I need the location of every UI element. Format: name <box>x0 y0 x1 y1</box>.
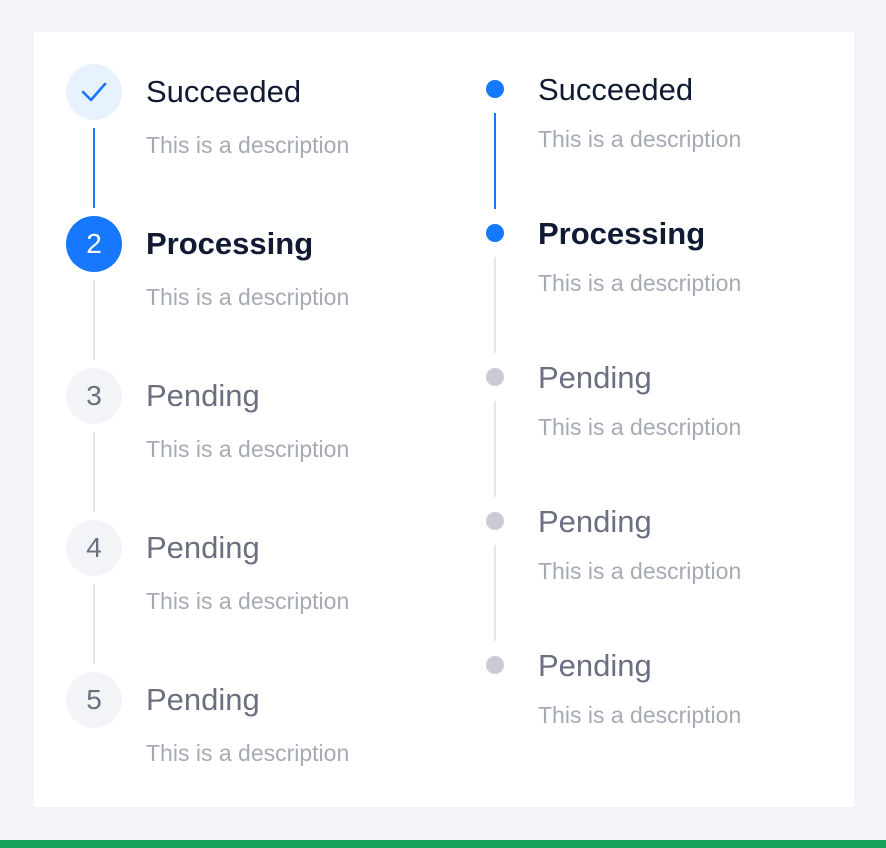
step-title: Succeeded <box>538 72 694 107</box>
step-number: 5 <box>66 672 122 728</box>
step-number: 4 <box>66 520 122 576</box>
step-description: This is a description <box>538 702 742 728</box>
step-description: This is a description <box>538 414 742 440</box>
step-title: Processing <box>538 216 706 251</box>
step-title: Pending <box>146 530 260 565</box>
step-connector <box>93 584 95 664</box>
bottom-accent-bar <box>0 840 886 848</box>
step-title: Pending <box>538 360 652 395</box>
dot-connector <box>494 257 496 353</box>
step-description: This is a description <box>538 270 742 296</box>
dot-connector <box>494 401 496 497</box>
step-title: Succeeded <box>146 74 302 109</box>
step-number: 3 <box>66 368 122 424</box>
step-description: This is a description <box>538 126 742 152</box>
step-connector <box>93 432 95 512</box>
dot-connector <box>494 113 496 209</box>
step-dot <box>486 512 504 530</box>
step-description: This is a description <box>146 284 350 310</box>
step-description: This is a description <box>146 436 350 462</box>
step-dot <box>486 656 504 674</box>
step-title: Pending <box>538 648 652 683</box>
step-number: 2 <box>66 216 122 272</box>
step-dot <box>486 80 504 98</box>
dot-connector <box>494 545 496 641</box>
step-connector <box>93 280 95 360</box>
step-description: This is a description <box>538 558 742 584</box>
step-icon-succeeded <box>66 64 122 120</box>
steps-panel: Succeeded This is a description 2 Proces… <box>34 32 854 807</box>
step-title: Pending <box>146 682 260 717</box>
step-title: Processing <box>146 226 314 261</box>
step-description: This is a description <box>146 588 350 614</box>
step-title: Pending <box>538 504 652 539</box>
check-icon <box>81 82 107 102</box>
step-title: Pending <box>146 378 260 413</box>
step-description: This is a description <box>146 740 350 766</box>
step-dot <box>486 368 504 386</box>
step-dot <box>486 224 504 242</box>
step-connector <box>93 128 95 208</box>
step-description: This is a description <box>146 132 350 158</box>
